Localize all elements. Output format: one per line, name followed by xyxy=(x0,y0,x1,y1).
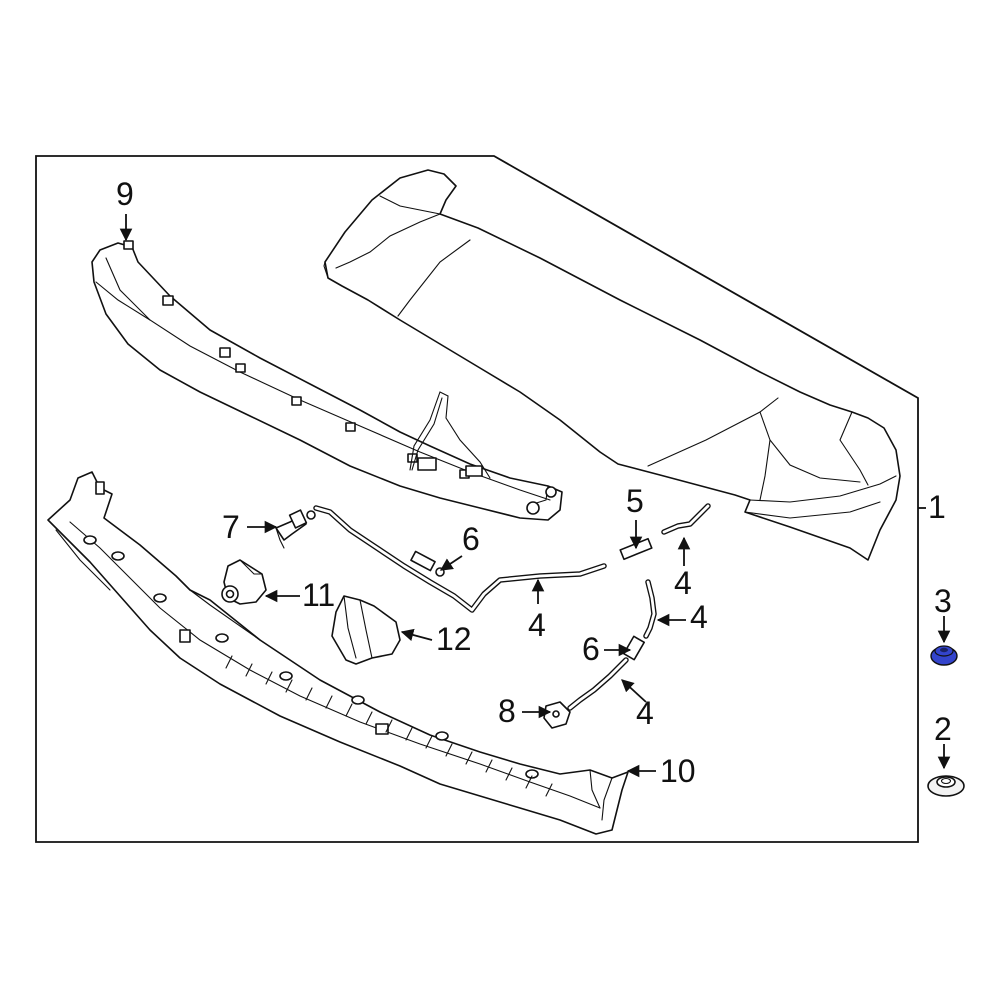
callout-10: 10 xyxy=(660,753,696,789)
callout-9: 9 xyxy=(116,176,134,212)
callout-6-upper: 6 xyxy=(462,521,480,557)
callout-12: 12 xyxy=(436,621,472,657)
callout-3: 3 xyxy=(934,583,952,619)
grommet[interactable] xyxy=(927,775,965,797)
callout-6-lower: 6 xyxy=(582,631,600,667)
lower-valance[interactable] xyxy=(47,471,629,835)
leader-lines xyxy=(119,214,951,778)
diagram-frame xyxy=(35,155,919,843)
connector-6-lower[interactable] xyxy=(623,635,645,661)
callout-4-main: 4 xyxy=(528,607,546,643)
callout-7: 7 xyxy=(222,509,240,545)
callout-8: 8 xyxy=(498,693,516,729)
camera-bracket[interactable] xyxy=(331,595,401,665)
callout-2: 2 xyxy=(934,711,952,747)
washer-nozzle-upper[interactable] xyxy=(275,509,316,549)
callout-4-mid: 4 xyxy=(690,599,708,635)
callout-1: 1 xyxy=(928,489,946,525)
spoiler[interactable] xyxy=(323,169,901,561)
callout-11: 11 xyxy=(302,577,335,613)
upper-molding[interactable] xyxy=(91,240,563,521)
callout-5: 5 xyxy=(626,483,644,519)
callout-4-right: 4 xyxy=(674,565,692,601)
washer-hose-main[interactable] xyxy=(313,505,607,613)
rear-camera[interactable] xyxy=(221,559,267,605)
nut-highlighted[interactable] xyxy=(930,645,958,666)
washer-nozzle-lower[interactable] xyxy=(543,701,571,729)
callout-4-lower: 4 xyxy=(636,695,654,731)
